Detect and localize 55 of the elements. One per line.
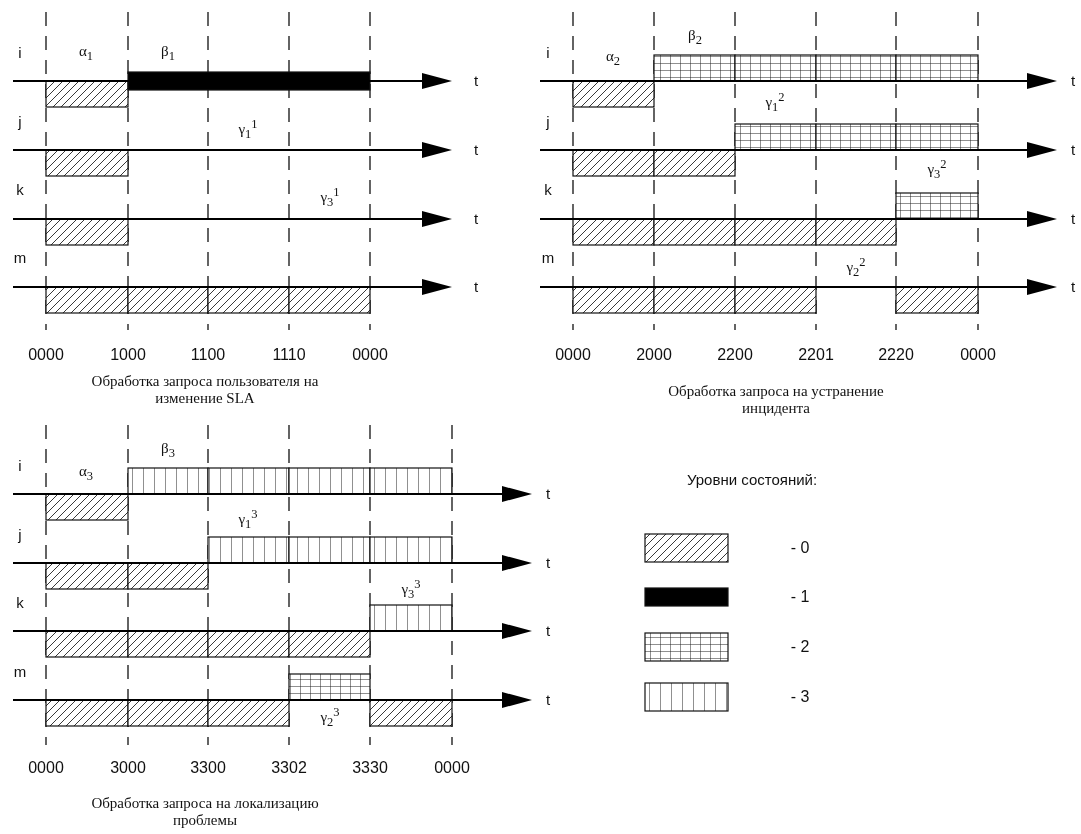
tick-label: 3330 [352,759,388,777]
caption: Обработка запроса пользователя на изменение SLA [90,372,320,406]
legend-label: - 1 [790,588,810,606]
state-symbol: β$_{1}$ [161,42,175,64]
caption: Обработка запроса на локализацию проблемы [90,794,320,828]
tick-label: 3300 [190,759,226,777]
tick-label: 2200 [717,346,753,364]
signal-name: m [13,663,27,681]
axis-label: t [473,210,479,228]
tick-label: 1000 [110,346,146,364]
tick-label: 0000 [555,346,591,364]
signal-name: i [546,44,550,62]
state-symbol: α$_{3}$ [78,462,94,484]
axis-label: t [473,141,479,159]
tick-label: 0000 [28,759,64,777]
axis-label: t [545,622,551,640]
axis-label: t [1070,278,1076,296]
signal-name: j [18,526,22,544]
axis-label: t [1070,72,1076,90]
tick-label: 2220 [878,346,914,364]
signal-name: i [18,44,22,62]
tick-label: 0000 [352,346,388,364]
signal-name: m [541,249,555,267]
axis-label: t [545,485,551,503]
tick-label: 1100 [190,346,226,364]
caption: Обработка запроса на устранение инцидента [667,382,885,416]
tick-label: 0000 [434,759,470,777]
legend-label: - 2 [790,638,810,656]
tick-label: 0000 [960,346,996,364]
axis-label: t [545,691,551,709]
tick-label: 3000 [110,759,146,777]
legend-title: Уровни состояний: [686,471,818,489]
axis-label: t [473,278,479,296]
axis-label: t [1070,210,1076,228]
state-symbol: β$_{3}$ [161,439,175,461]
signal-name: k [16,181,24,199]
legend-label: - 3 [790,688,810,706]
axis-label: t [1070,141,1076,159]
state-symbol: α$_{1}$ [78,42,94,64]
tick-label: 3302 [271,759,307,777]
axis-label: t [545,554,551,572]
legend-label: - 0 [790,539,810,557]
tick-label: 2201 [798,346,834,364]
tick-label: 1110 [272,346,306,364]
signal-name: j [18,113,22,131]
signal-name: k [16,594,24,612]
tick-label: 2000 [636,346,672,364]
state-symbol: β$_{2}$ [688,26,702,48]
axis-label: t [473,72,479,90]
tick-label: 0000 [28,346,64,364]
signal-name: k [544,181,552,199]
signal-name: j [546,113,550,131]
signal-name: m [13,249,27,267]
state-symbol: α$_{2}$ [605,47,621,69]
signal-name: i [18,457,22,475]
